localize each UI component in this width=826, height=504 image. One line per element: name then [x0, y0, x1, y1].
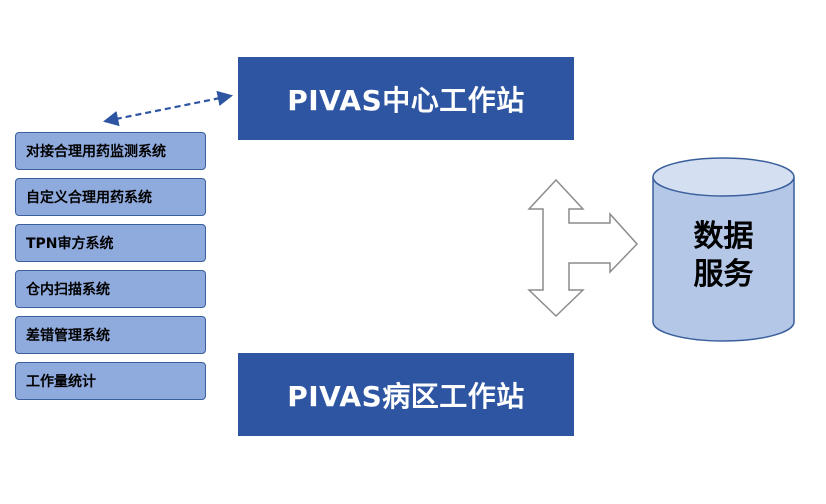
station-ward-label: PIVAS病区工作站	[287, 379, 525, 413]
module-label: TPN审方系统	[26, 236, 114, 252]
module-label: 对接合理用药监测系统	[26, 144, 166, 160]
database-label: 数据 服务	[653, 218, 794, 294]
module-label: 差错管理系统	[26, 328, 110, 344]
module-warehouse-scan: 仓内扫描系统	[15, 270, 206, 308]
module-rational-drug-monitoring: 对接合理用药监测系统	[15, 132, 206, 170]
module-error-management: 差错管理系统	[15, 316, 206, 354]
database-label-line1: 数据	[693, 219, 754, 254]
pivas-center-workstation: PIVAS中心工作站	[238, 57, 574, 140]
module-custom-rational-drug: 自定义合理用药系统	[15, 178, 206, 216]
module-label: 自定义合理用药系统	[26, 190, 152, 206]
database-label-line2: 服务	[693, 257, 754, 292]
module-tpn-review: TPN审方系统	[15, 224, 206, 262]
module-label: 工作量统计	[26, 374, 96, 390]
module-label: 仓内扫描系统	[26, 282, 110, 298]
three-way-arrow	[527, 178, 639, 318]
database-cylinder	[652, 157, 795, 342]
module-workload-statistics: 工作量统计	[15, 362, 206, 400]
station-center-label: PIVAS中心工作站	[287, 83, 525, 117]
pivas-ward-workstation: PIVAS病区工作站	[238, 353, 574, 436]
dashed-double-arrow	[102, 90, 234, 127]
